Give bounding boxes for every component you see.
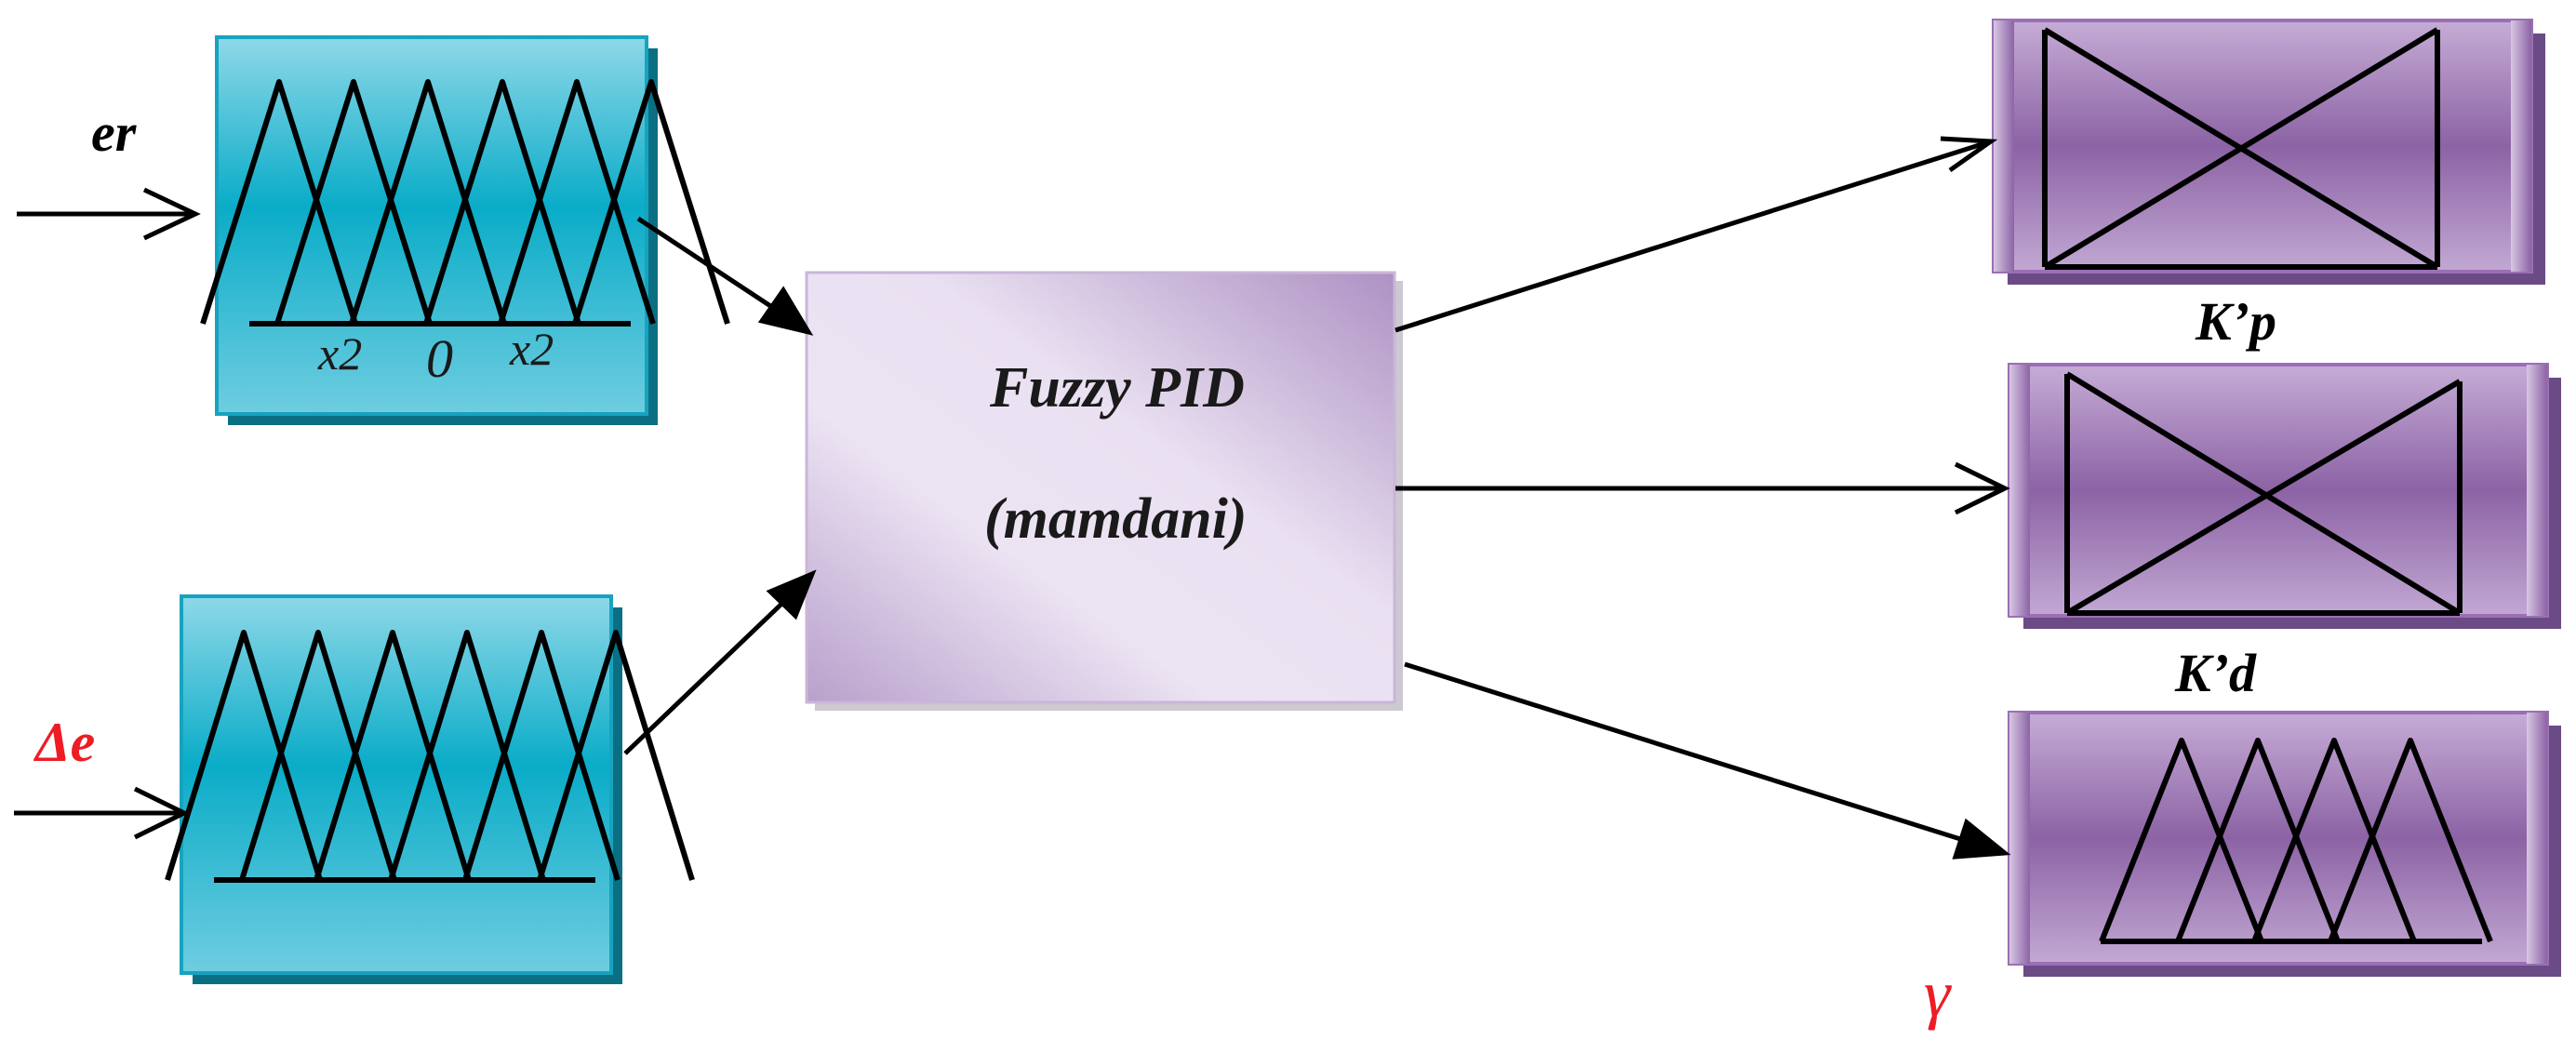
arrow-de-to-controller [623, 589, 797, 755]
arrow-er-in-head [142, 187, 201, 241]
input-er-axis-label-center: 0 [426, 328, 453, 389]
input-er-triangle-2 [274, 79, 433, 325]
controller-box [805, 271, 1396, 704]
controller-block [805, 271, 1403, 711]
arrow-to-gamma [1404, 661, 1973, 846]
controller-subtitle: (mamdani) [984, 487, 1247, 551]
output-kd-right-cap [2527, 365, 2547, 616]
input-er-axis-label-left: x2 [317, 327, 362, 380]
input-er-triangle-3 [349, 79, 507, 325]
output-kp-label: K’p [2195, 291, 2276, 352]
output-kd-block [2008, 363, 2561, 629]
output-gamma-block [2008, 711, 2561, 977]
arrow-de-in-head [133, 786, 190, 840]
input-er-block [200, 35, 730, 425]
output-kd-label: K’d [2174, 643, 2257, 703]
output-gamma-membership-functions [2099, 738, 2493, 943]
output-gamma-triangle-4 [2328, 738, 2493, 943]
input-de-triangle-6 [537, 630, 695, 881]
input-de-triangle-3 [314, 630, 472, 881]
arrow-to-kp [1395, 139, 1992, 333]
output-kp-membership-functions [2042, 27, 2440, 270]
input-er-label: er [91, 102, 137, 163]
output-kp-left-cap [1994, 20, 2014, 272]
input-de-label: Δe [33, 712, 95, 773]
input-de-triangle-1 [165, 630, 323, 881]
output-kp-block [1992, 19, 2545, 285]
input-er-triangle-6 [572, 79, 730, 325]
input-de-block [165, 594, 695, 984]
input-de-triangle-2 [239, 630, 397, 881]
input-er-triangle-5 [498, 79, 656, 325]
input-er-triangle-4 [423, 79, 581, 325]
output-kp-box [1992, 19, 2533, 273]
arrow-de-to-controller-head [766, 569, 817, 620]
output-gamma-triangle-2 [2175, 738, 2341, 943]
output-kd-membership-functions [2064, 371, 2463, 616]
input-er-axis-label-right: x2 [509, 323, 554, 375]
input-de-triangle-5 [462, 630, 621, 881]
arrow-to-kp-head [1940, 136, 1998, 173]
output-kp-right-cap [2511, 20, 2531, 272]
output-gamma-triangle-1 [2099, 738, 2264, 943]
arrow-er-to-controller [636, 216, 791, 321]
output-kd-left-cap [2009, 365, 2030, 616]
input-de-triangle-4 [388, 630, 546, 881]
arrow-to-gamma-head [1952, 818, 2011, 860]
arrow-to-kd-head [1954, 461, 2010, 515]
output-gamma-box [2008, 711, 2549, 966]
controller-title: Fuzzy PID [989, 356, 1245, 420]
output-gamma-label: γ [1924, 956, 1952, 1031]
input-er-triangle-1 [200, 79, 358, 325]
input-de-membership-functions [165, 630, 695, 881]
output-gamma-triangle-3 [2251, 738, 2417, 943]
output-gamma-right-cap [2527, 713, 2547, 964]
output-gamma-left-cap [2009, 713, 2030, 964]
input-er-membership-functions [200, 79, 730, 325]
signal-arrows [14, 136, 2011, 860]
arrow-er-to-controller-head [757, 286, 814, 336]
